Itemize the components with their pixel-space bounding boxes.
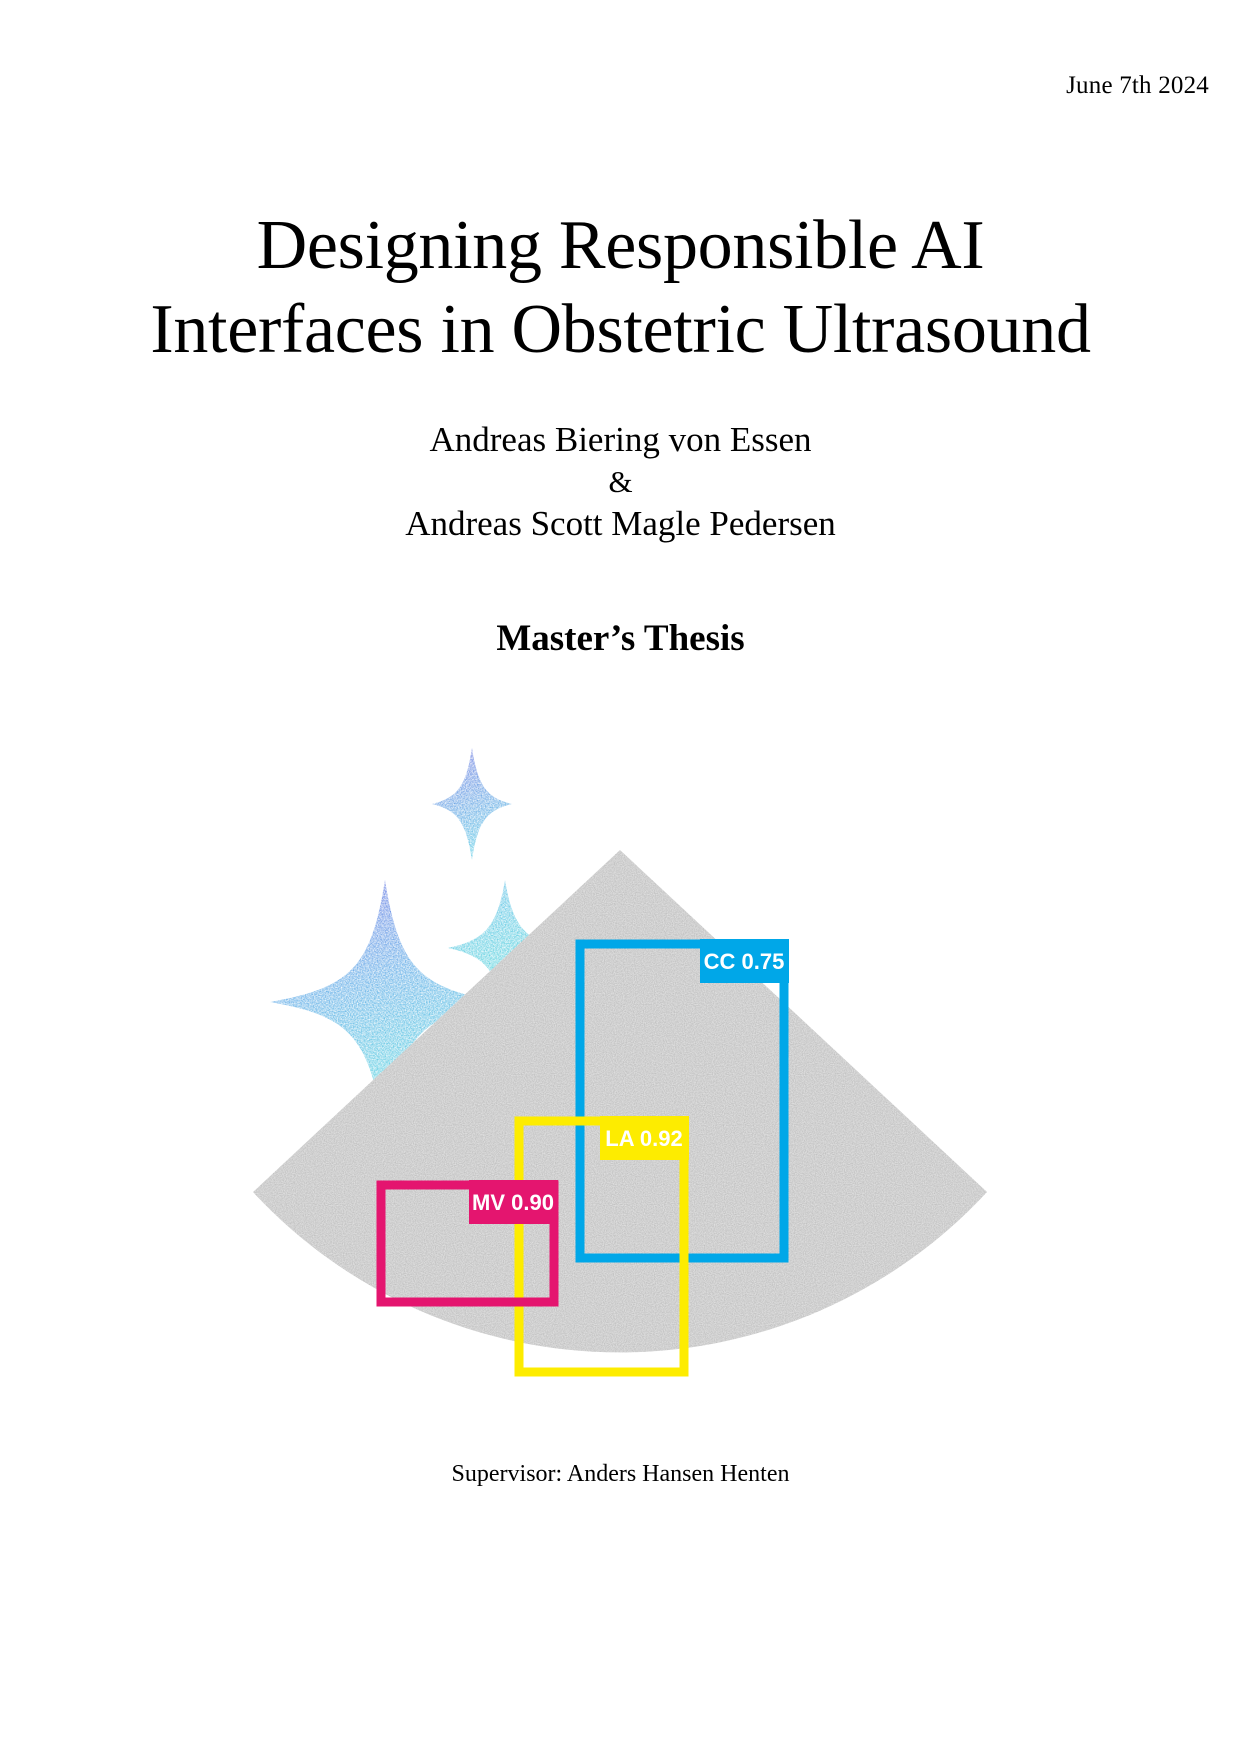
title-line-2: Interfaces in Obstetric Ultrasound [150,291,1091,368]
document-type-label: Master’s Thesis [496,618,745,659]
detection-box-mv[interactable]: MV 0.90 [376,1180,559,1307]
author-list: Andreas Biering von Essen & Andreas Scot… [0,418,1241,546]
sparkle-medium-lower [448,880,562,1018]
detection-box-la-label: LA 0.92 [605,1126,682,1151]
ultrasound-detection-illustration: CC 0.75 LA 0.92 MV 0.90 [0,730,1241,1430]
detection-box-cc-label: CC 0.75 [704,949,785,974]
author-first: Andreas Biering von Essen [429,420,812,459]
sparkle-small-top [432,748,512,860]
sparkle-group [270,748,562,1140]
detection-box-cc-label-bg [700,939,789,983]
detection-box-mv-rect [376,1180,559,1307]
detection-box-mv-label-bg [469,1180,558,1224]
title-line-1: Designing Responsible AI [256,207,985,284]
sparkle-large [270,880,500,1140]
supervisor-text: Supervisor: Anders Hansen Henten [451,1461,790,1487]
author-separator: & [608,464,633,499]
author-second: Andreas Scott Magle Pedersen [405,504,836,543]
detection-box-mv-label: MV 0.90 [472,1190,554,1215]
detection-box-la[interactable]: LA 0.92 [514,1116,689,1377]
detection-box-la-label-bg [600,1116,689,1160]
page-title: Designing Responsible AI Interfaces in O… [0,204,1241,372]
date-text: June 7th 2024 [1066,72,1209,99]
